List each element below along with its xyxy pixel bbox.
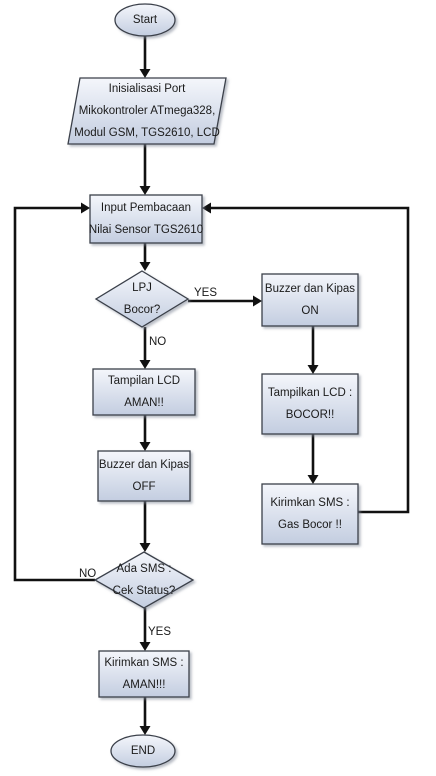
edge-label-no: NO [79, 568, 96, 580]
node-label: LPJ [132, 282, 152, 294]
node-lcd-bocor: Tampilkan LCD : BOCOR!! [261, 373, 359, 435]
node-ada-sms: Ada SMS : Cek Status? [93, 551, 195, 609]
node-label: Ada SMS : [117, 563, 172, 575]
node-start: Start [114, 3, 176, 37]
node-shape [93, 551, 195, 609]
node-label: BOCOR!! [286, 409, 335, 421]
node-label: Kirimkan SMS : [104, 657, 183, 669]
edge-buzzer_on-to-lcd_bocor [307, 326, 319, 374]
node-shape [110, 734, 176, 768]
node-shape [98, 650, 190, 698]
edges-layer: YES NO NO YES [13, 36, 410, 735]
edge-sms_bocor-to-input [202, 202, 410, 514]
arrowhead [139, 360, 151, 369]
edge-init-to-input [139, 144, 151, 195]
node-lcd-aman: Tampilan LCD AMAN!! [92, 368, 196, 416]
edge-start-to-init [139, 36, 151, 78]
node-shape [261, 273, 359, 327]
edge-label-no: NO [149, 336, 166, 348]
edge-lcd_aman-to-buzzer_off [139, 415, 151, 451]
node-label: END [131, 745, 155, 757]
node-label: AMAN!!! [123, 679, 166, 691]
node-lpj: LPJ Bocor? [94, 270, 190, 328]
arrowhead [139, 186, 151, 195]
node-shape [261, 483, 359, 545]
node-label: Kirimkan SMS : [270, 497, 349, 509]
arrowhead [139, 262, 151, 271]
edge-label-yes: YES [194, 287, 217, 299]
edge-line [211, 206, 410, 514]
node-label: Input Pembacaan [101, 202, 191, 214]
arrowhead [139, 543, 151, 552]
edge-line [13, 206, 95, 582]
node-shape [94, 270, 190, 328]
node-label: OFF [133, 481, 156, 493]
node-shape [261, 373, 359, 435]
edge-ada_sms-to-input: NO [13, 202, 96, 582]
node-label: Buzzer dan Kipas [99, 459, 189, 471]
arrowhead [139, 642, 151, 651]
node-label: Cek Status? [113, 585, 176, 597]
node-label: Buzzer dan Kipas [265, 283, 355, 295]
arrowhead [139, 69, 151, 78]
arrowhead [139, 442, 151, 451]
node-label: Tampilkan LCD : [268, 387, 352, 399]
edge-lpj-to-lcd_aman: NO [139, 327, 166, 369]
node-shape [97, 450, 191, 502]
arrowhead [307, 365, 319, 374]
arrowhead [81, 202, 90, 214]
node-label: Inisialisasi Port [109, 83, 186, 95]
node-label: Nilai Sensor TGS2610 [89, 224, 203, 236]
node-label: Gas Bocor !! [278, 519, 342, 531]
node-shape [92, 368, 196, 416]
node-sms-aman: Kirimkan SMS : AMAN!!! [98, 650, 190, 698]
node-sms-bocor: Kirimkan SMS : Gas Bocor !! [261, 483, 359, 545]
node-shape [114, 3, 176, 37]
node-label: AMAN!! [124, 397, 164, 409]
node-shape [67, 77, 227, 145]
node-label: Modul GSM, TGS2610, LCD [74, 127, 220, 139]
arrowhead [307, 475, 319, 484]
edge-input-to-lpj [139, 243, 151, 271]
edge-label-yes: YES [148, 626, 171, 638]
edge-ada_sms-to-sms_aman: YES [139, 608, 171, 651]
arrowhead [253, 295, 262, 307]
arrowhead [202, 202, 211, 214]
node-end: END [110, 734, 176, 768]
edge-sms_aman-to-end [139, 697, 151, 735]
arrowhead [139, 726, 151, 735]
edge-buzzer_off-to-ada_sms [139, 501, 151, 552]
edge-lcd_bocor-to-sms_bocor [307, 434, 319, 484]
node-label: Mikokontroler ATmega328, [79, 105, 216, 117]
node-label: Bocor? [124, 304, 160, 316]
node-label: Tampilan LCD [108, 375, 180, 387]
node-label: ON [301, 305, 318, 317]
node-shape [89, 194, 203, 244]
node-label: Start [133, 14, 158, 26]
edge-lpj-to-buzzer_on: YES [188, 287, 262, 307]
